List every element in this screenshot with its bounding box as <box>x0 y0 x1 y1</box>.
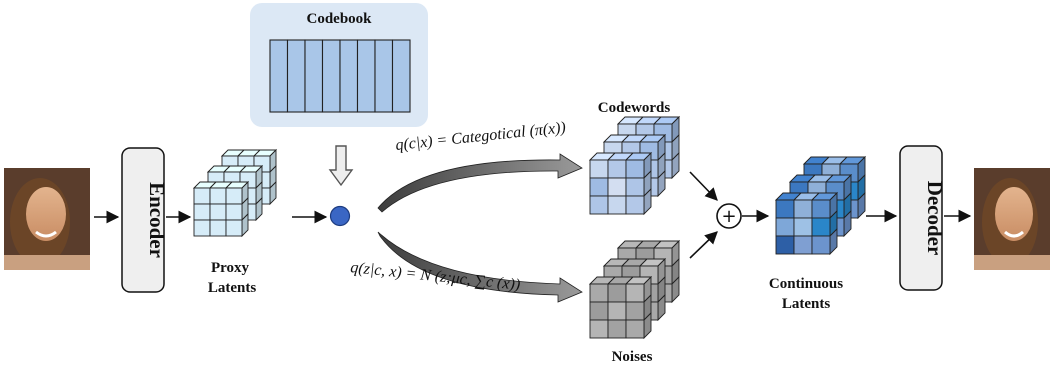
latent-cube-cell <box>793 199 813 219</box>
codebook-slot <box>356 39 376 113</box>
proxy-cube-cell <box>209 219 227 237</box>
noise-cube-cell <box>625 319 645 339</box>
noise-cube-cell <box>589 301 609 321</box>
codebook-panel: Codebook <box>250 3 428 127</box>
noises-label: Noises <box>612 349 653 365</box>
codebook-slot <box>339 39 359 113</box>
codebook-slot <box>286 39 306 113</box>
continuous-latents-label-2: Latents <box>782 296 830 312</box>
arrow-noises-to-sum <box>689 231 718 259</box>
codeword-cube-cell <box>625 177 645 197</box>
sum-icon: + <box>716 203 742 229</box>
codebook-slots <box>269 39 411 113</box>
noise-cube-cell <box>589 319 609 339</box>
latent-cube-cell <box>811 235 831 255</box>
sum-symbol: + <box>721 206 736 227</box>
proxy-latents-cubes <box>192 148 278 238</box>
codeword-cube-cell <box>607 177 627 197</box>
proxy-cube-cell <box>209 187 227 205</box>
latent-cube-cell <box>775 217 795 237</box>
noises-cubes <box>588 239 681 340</box>
codebook-slot <box>391 39 411 113</box>
arrow-codewords-to-sum <box>689 171 718 201</box>
proxy-cube-cell <box>193 187 211 205</box>
noise-cube-cell <box>607 319 627 339</box>
down-arrow-icon <box>328 145 354 187</box>
codeword-cube-cell <box>589 195 609 215</box>
proxy-cube-cell <box>225 203 243 221</box>
latent-cube-cell <box>811 217 831 237</box>
latent-cube-cell <box>793 217 813 237</box>
noise-cube-cell <box>607 283 627 303</box>
codeword-cube-cell <box>589 159 609 179</box>
encoder-label: Encoder <box>145 182 169 258</box>
curved-arrow-to-noises <box>377 231 583 303</box>
latent-cube-cell <box>775 199 795 219</box>
codeword-cube-cell <box>625 159 645 179</box>
proxy-latents-label-2: Latents <box>208 280 256 296</box>
latent-cube-cell <box>775 235 795 255</box>
noise-cube-cell <box>625 283 645 303</box>
curved-arrow-to-codewords <box>377 153 583 213</box>
noise-cube-cell <box>625 301 645 321</box>
latent-cube-cell <box>793 235 813 255</box>
proxy-cube-cell <box>193 203 211 221</box>
noise-cube-cell <box>607 301 627 321</box>
codebook-slot <box>304 39 324 113</box>
codebook-slot <box>321 39 341 113</box>
codewords-cubes <box>588 115 681 216</box>
output-face-image <box>974 168 1050 270</box>
proxy-latents-label-1: Proxy <box>211 260 250 276</box>
codeword-cube-cell <box>625 195 645 215</box>
continuous-latents-label-1: Continuous <box>769 276 843 292</box>
codeword-cube-cell <box>607 159 627 179</box>
proxy-cube-cell <box>209 203 227 221</box>
codebook-label: Codebook <box>306 11 372 27</box>
input-face-image <box>4 168 90 270</box>
continuous-latents-cubes <box>774 155 867 256</box>
codewords-label: Codewords <box>598 100 671 116</box>
proxy-cube-cell <box>225 219 243 237</box>
proxy-cube-cell <box>193 219 211 237</box>
codeword-cube-cell <box>589 177 609 197</box>
proxy-cube-cell <box>225 187 243 205</box>
codebook-slot <box>374 39 394 113</box>
codebook-slot <box>269 39 289 113</box>
decoder-label: Decoder <box>923 181 947 256</box>
noise-cube-cell <box>589 283 609 303</box>
sample-node <box>329 205 351 227</box>
decoder-block: Decoder <box>899 145 947 291</box>
encoder-block: Encoder <box>121 147 169 293</box>
codeword-cube-cell <box>607 195 627 215</box>
latent-cube-cell <box>811 199 831 219</box>
